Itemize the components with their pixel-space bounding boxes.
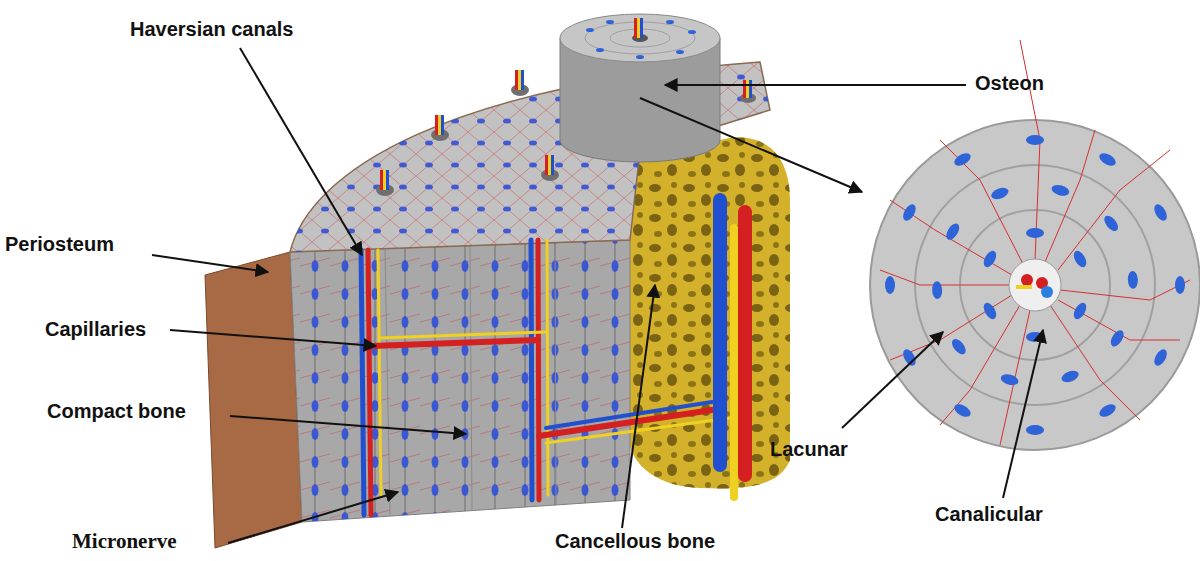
- osteon-cross-section: [870, 40, 1200, 450]
- part-label: Compact bone: [47, 400, 186, 422]
- part-label: Osteon: [975, 72, 1044, 94]
- compact-bone-texture: [290, 240, 630, 522]
- part-label: Haversian canals: [130, 18, 293, 40]
- compact-bone-face: [290, 240, 630, 522]
- osteon-cylinder: [560, 14, 720, 162]
- cancellous-bone: [625, 138, 790, 489]
- periosteum-sheet: [205, 252, 302, 548]
- cancellous-texture: [625, 138, 790, 489]
- part-label: Lacunar: [770, 438, 848, 460]
- part-label: Canalicular: [935, 503, 1043, 525]
- part-label: Capillaries: [45, 318, 146, 340]
- vessels-and-nerves: [361, 200, 745, 515]
- leader-arrows: [152, 48, 1043, 543]
- part-label: Cancellous bone: [555, 530, 715, 552]
- part-label: Micronerve: [72, 530, 177, 553]
- part-label: Periosteum: [5, 233, 114, 255]
